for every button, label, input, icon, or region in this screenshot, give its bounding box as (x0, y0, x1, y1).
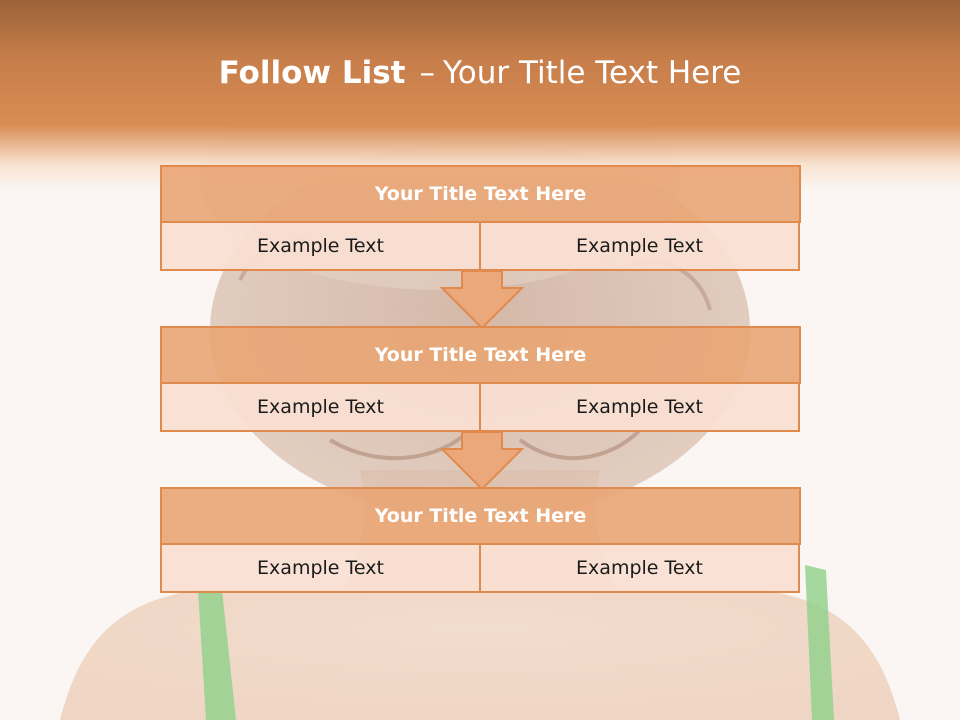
block-title: Your Title Text Here (160, 487, 801, 545)
title-rest: Your Title Text Here (442, 55, 742, 91)
list-block-2: Your Title Text Here Example Text Exampl… (160, 326, 801, 432)
block-title: Your Title Text Here (160, 326, 801, 384)
down-arrow-icon (440, 431, 524, 491)
block-cell-right: Example Text (480, 221, 800, 271)
slide-title: Follow List–Your Title Text Here (0, 55, 960, 91)
down-arrow-icon (440, 270, 524, 330)
block-cell-left: Example Text (160, 382, 480, 432)
block-cell-right: Example Text (480, 543, 800, 593)
block-cell-left: Example Text (160, 221, 480, 271)
title-separator: – (419, 55, 435, 91)
title-bold-part: Follow List (218, 55, 406, 91)
block-cell-left: Example Text (160, 543, 480, 593)
list-block-1: Your Title Text Here Example Text Exampl… (160, 165, 801, 271)
block-cell-right: Example Text (480, 382, 800, 432)
slide-header (0, 0, 960, 190)
list-block-3: Your Title Text Here Example Text Exampl… (160, 487, 801, 593)
block-title: Your Title Text Here (160, 165, 801, 223)
